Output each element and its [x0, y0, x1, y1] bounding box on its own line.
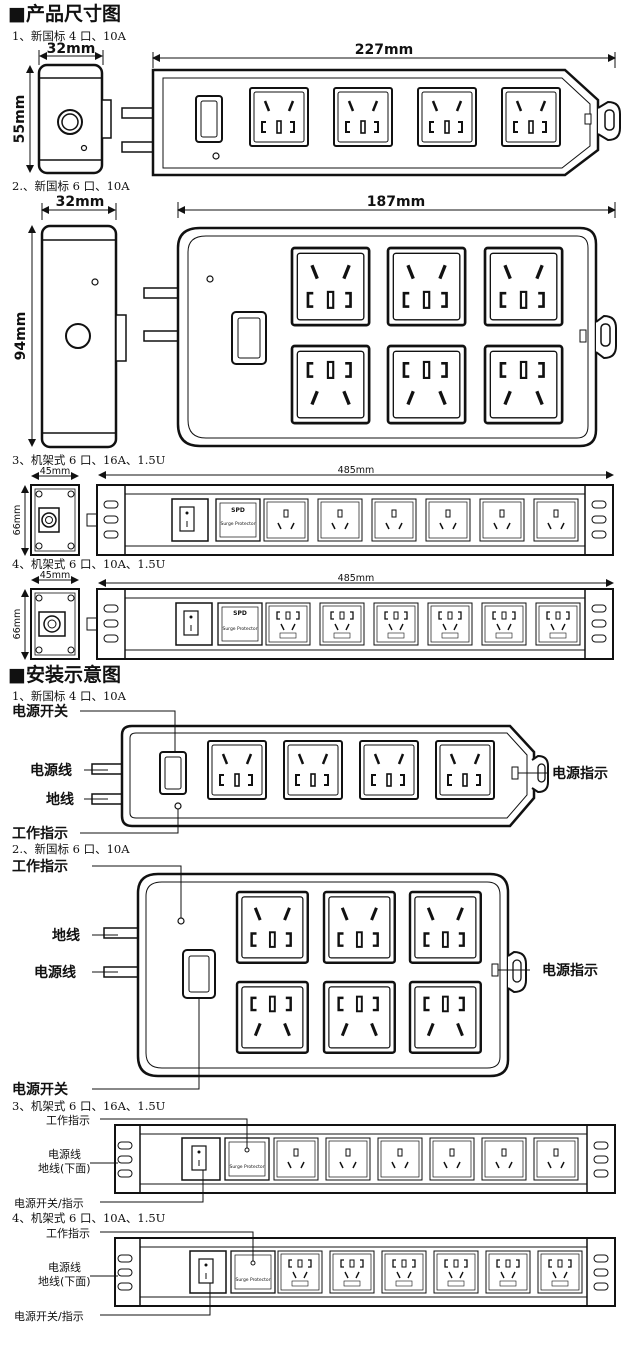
section-title-install: ■安装示意图 [8, 663, 121, 686]
product-4-length: 485mm [338, 573, 375, 584]
product-2-height: 94mm [13, 312, 29, 361]
install-1-label-power-switch: 电源开关 [12, 703, 68, 720]
install-4-label-work-indicator: 工作指示 [46, 1226, 90, 1240]
product-3-title: 3、机架式 6 口、16A、1.5U [12, 453, 166, 467]
install-1-diagram [80, 710, 549, 834]
product-2-title: 2.、新国标 6 口、10A [12, 179, 130, 193]
install-3-label-power-cord: 电源线 [48, 1147, 81, 1161]
product-3-front-view: 485mm SPD Surge Protector [86, 465, 614, 556]
product-3-spd-label: SPD [231, 507, 245, 514]
product-4-width: 45mm [40, 570, 71, 581]
section-title-dimensions: ■产品尺寸图 [8, 2, 121, 25]
install-2-label-power-indicator: 电源指示 [542, 962, 598, 979]
install-3-label-switch-indicator: 电源开关/指示 [14, 1196, 84, 1210]
install-4-label-switch-indicator: 电源开关/指示 [14, 1309, 84, 1323]
product-4-title: 4、机架式 6 口、10A、1.5U [12, 557, 166, 571]
install-2-label-work-indicator: 工作指示 [12, 858, 68, 875]
product-1-side-view: 32mm 55mm [12, 41, 112, 175]
install-4-title: 4、机架式 6 口、10A、1.5U [12, 1211, 166, 1225]
product-3-width: 45mm [40, 466, 71, 477]
product-2-top-view: 187mm [143, 194, 617, 448]
product-3-length: 485mm [338, 465, 375, 476]
install-1-label-work-indicator: 工作指示 [12, 825, 68, 842]
product-2-side-view: 32mm 94mm [13, 194, 127, 449]
product-2-width: 32mm [56, 194, 105, 210]
product-3-spd-sub: Surge Protector [220, 521, 255, 527]
install-1-label-power-cord: 电源线 [30, 762, 72, 779]
install-2-diagram [92, 865, 530, 1090]
product-3-height: 66mm [12, 505, 23, 536]
product-4-height: 66mm [12, 609, 23, 640]
install-3-label-ground-below: 地线(下面) [38, 1161, 91, 1175]
product-4-front-view: 485mm SPD Surge Protector [86, 573, 614, 660]
product-4-spd-label: SPD [233, 610, 247, 617]
install-2-label-power-cord: 电源线 [34, 964, 76, 981]
install-1-label-power-indicator: 电源指示 [552, 765, 608, 782]
install-3-diagram: Surge Protector [90, 1118, 616, 1203]
install-2-label-ground-wire: 地线 [52, 927, 80, 944]
install-1-title: 1、新国标 4 口、10A [12, 689, 127, 703]
install-4-label-power-cord: 电源线 [48, 1260, 81, 1274]
install-4-label-ground-below: 地线(下面) [38, 1274, 91, 1288]
product-1-height: 55mm [12, 95, 28, 144]
product-1-width: 32mm [47, 41, 96, 57]
install-3-label-work-indicator: 工作指示 [46, 1113, 90, 1127]
install-4-diagram: Surge Protector [90, 1231, 616, 1316]
install-3-spd-sub: Surge Protector [229, 1164, 264, 1170]
install-2-label-power-switch: 电源开关 [12, 1081, 68, 1098]
product-1-length: 227mm [355, 42, 413, 58]
product-3-side-view: 45mm 66mm [12, 466, 80, 556]
install-2-title: 2.、新国标 6 口、10A [12, 842, 130, 856]
product-2-length: 187mm [367, 194, 425, 210]
product-4-spd-sub: Surge Protector [222, 626, 257, 632]
install-3-title: 3、机架式 6 口、16A、1.5U [12, 1099, 166, 1113]
product-1-top-view: 227mm [121, 42, 621, 177]
install-1-label-ground-wire: 地线 [46, 791, 74, 808]
product-4-side-view: 45mm 66mm [12, 570, 80, 660]
install-4-spd-sub: Surge Protector [235, 1277, 270, 1283]
product-1-title: 1、新国标 4 口、10A [12, 29, 127, 43]
